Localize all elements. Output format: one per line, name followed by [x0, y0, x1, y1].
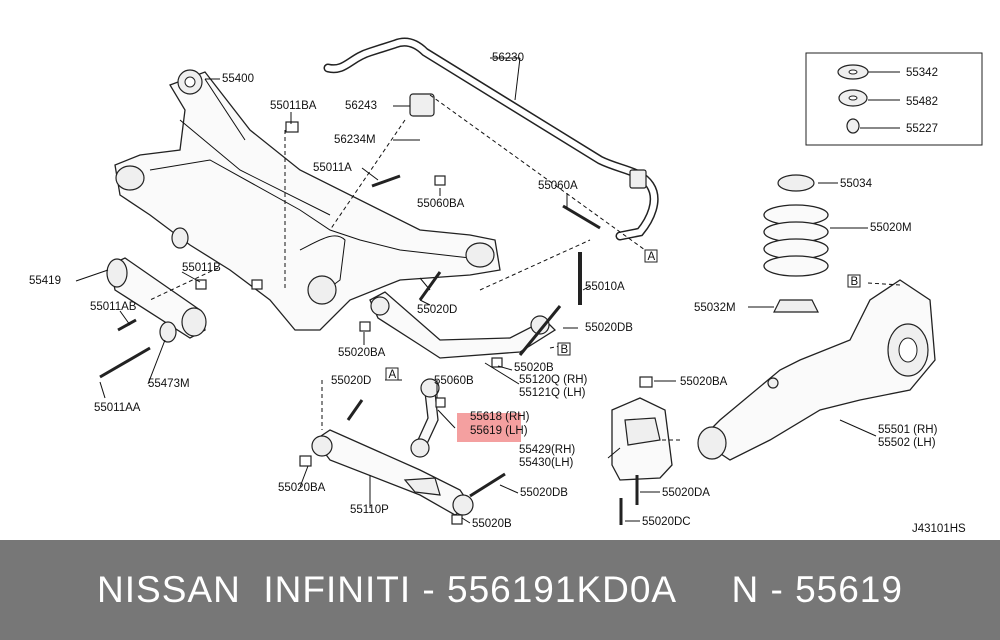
- leader-lines: [75, 57, 877, 524]
- part-label: 55020DC: [642, 516, 691, 528]
- part-label: 55011BA: [270, 100, 317, 112]
- part-label: 55011AA: [94, 402, 141, 414]
- coil-spring: [763, 174, 829, 313]
- part-label: 55430(LH): [519, 457, 574, 469]
- part-label: 55020BA: [338, 347, 386, 359]
- part-label: 55020B: [514, 362, 554, 374]
- part-label: 55121Q (LH): [519, 387, 586, 399]
- part-label-highlighted: 55619 (LH): [470, 425, 528, 437]
- part-label: 55473M: [148, 378, 190, 390]
- toe-link: [410, 378, 440, 458]
- part-label: 55011B: [182, 262, 221, 274]
- part-label: 55060B: [434, 375, 474, 387]
- part-label: 55020DA: [662, 487, 710, 499]
- part-label: 55501 (RH): [878, 424, 938, 436]
- part-label: 55502 (LH): [878, 437, 936, 449]
- marker-b-1: B: [561, 344, 569, 356]
- part-label: 55060BA: [417, 198, 465, 210]
- fasteners: [195, 121, 653, 525]
- inset-label: 55342: [906, 67, 938, 79]
- part-label: 55010A: [585, 281, 625, 293]
- part-label: 55032M: [694, 302, 736, 314]
- part-label: 55020D: [331, 375, 371, 387]
- part-label: 55120Q (RH): [519, 374, 588, 386]
- part-label: 55011A: [313, 162, 352, 174]
- part-number-banner: NISSAN INFINITI - 556191KD0A N - 55619: [0, 540, 1000, 640]
- part-label: 55011AB: [90, 301, 137, 313]
- part-label: 55020B: [472, 518, 512, 530]
- part-label: 55419: [29, 275, 61, 287]
- highlight-box: [457, 413, 521, 442]
- stabilizer-bar: [323, 37, 659, 241]
- diagram-drawing: A A B B 55342 55482 55227 56230 55400 55…: [29, 37, 983, 535]
- rear-knuckle: [697, 279, 936, 461]
- bracket: [611, 397, 673, 481]
- banner-text: NISSAN INFINITI - 556191KD0A N - 55619: [97, 569, 903, 610]
- part-label: 56234M: [334, 134, 376, 146]
- part-label: 55429(RH): [519, 444, 575, 456]
- marker-a-1: A: [648, 251, 656, 263]
- part-label: 55110P: [350, 504, 389, 516]
- lower-link: [311, 429, 474, 516]
- drawing-id: J43101HS: [912, 523, 966, 535]
- marker-a-2: A: [389, 369, 397, 381]
- part-label: 55020BA: [278, 482, 326, 494]
- left-link: [99, 257, 207, 379]
- reference-lines: [149, 94, 901, 441]
- inset-box: [805, 52, 983, 146]
- part-label: 55020BA: [680, 376, 728, 388]
- parts-diagram: A A B B 55342 55482 55227 56230 55400 55…: [29, 37, 983, 535]
- part-label: 55020DB: [585, 322, 633, 334]
- part-label: 55618 (RH): [470, 411, 530, 423]
- part-label: 56243: [345, 100, 377, 112]
- inset-label: 55482: [906, 96, 938, 108]
- part-label: 55020M: [870, 222, 912, 234]
- part-label: 55020D: [417, 304, 457, 316]
- part-label: 56230: [492, 52, 524, 64]
- part-label: 55060A: [538, 180, 578, 192]
- part-label: 55034: [840, 178, 873, 190]
- reference-markers: A A B B: [385, 249, 861, 381]
- rear-subframe: [114, 69, 501, 331]
- marker-b-2: B: [851, 276, 859, 288]
- part-label: 55400: [222, 73, 254, 85]
- part-label: 55020DB: [520, 487, 568, 499]
- upper-link: [369, 277, 557, 359]
- inset-label: 55227: [906, 123, 938, 135]
